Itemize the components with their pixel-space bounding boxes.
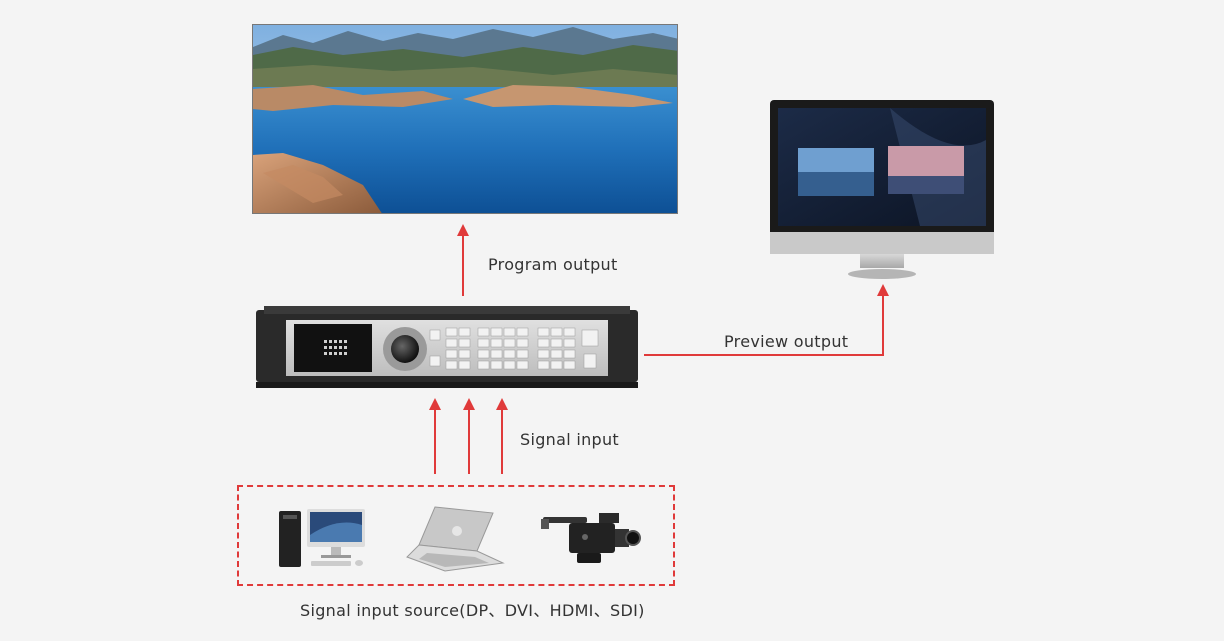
laptop-icon — [406, 506, 505, 572]
landscape-image — [253, 25, 677, 213]
signal-input-label: Signal input — [520, 430, 619, 449]
program-output-label: Program output — [488, 255, 618, 274]
desktop-computer-icon — [279, 509, 365, 567]
signal-input-arrows — [429, 398, 508, 474]
preview-monitor — [770, 100, 994, 279]
preview-output-label: Preview output — [724, 332, 849, 351]
video-processor — [256, 306, 638, 388]
signal-source-box — [237, 485, 675, 586]
program-output-arrow — [457, 224, 469, 296]
led-display-wall — [252, 24, 678, 214]
camcorder-icon — [541, 513, 641, 563]
preview-output-arrow — [644, 284, 889, 356]
signal-source-label: Signal input source(DP、DVI、HDMI、SDI) — [300, 601, 645, 620]
